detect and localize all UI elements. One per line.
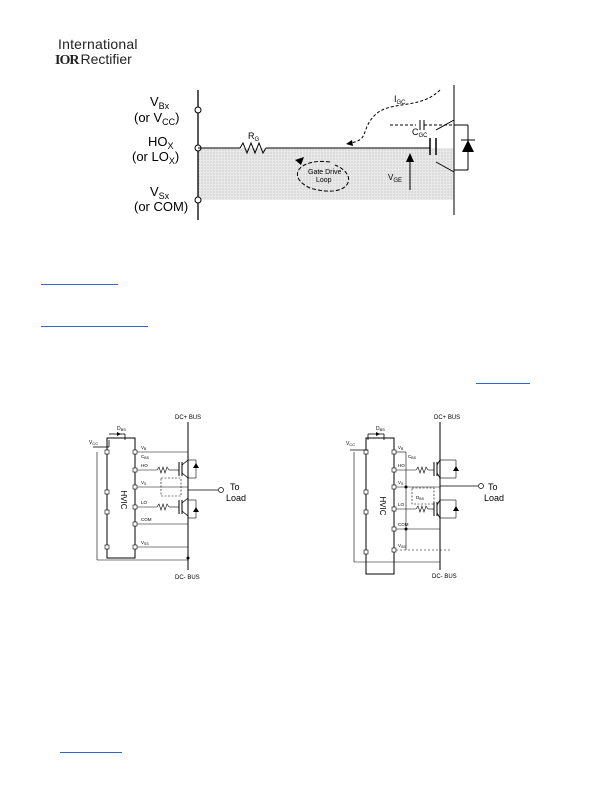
link-underline-3[interactable]	[476, 383, 530, 384]
dbs-label-right: DBS	[376, 426, 385, 432]
lo-label-left: LO	[141, 500, 148, 505]
ho-label-left: HO	[141, 463, 148, 468]
vsx-label: VSx	[150, 184, 170, 201]
logo-text-bottom: Rectifier	[80, 51, 132, 67]
cbs-label-right: CBS	[408, 454, 417, 460]
vcc-alt-label: (or VCC)	[134, 110, 180, 127]
vb-label-right: VB	[398, 445, 404, 451]
lox-alt-label: (or LOX)	[132, 149, 179, 166]
dbs-label-left: DBS	[117, 426, 126, 432]
half-bridge-diagram-left: HVIC DC+ BUS DC- BUS DB	[89, 415, 246, 581]
link-underline-1[interactable]	[41, 284, 118, 285]
loop-label-2: Loop	[316, 177, 332, 184]
to-load-label-right-2: Load	[484, 493, 504, 503]
com-label-right: COM	[398, 522, 409, 527]
hox-label: HOX	[148, 134, 174, 151]
logo-text-top: International	[58, 36, 138, 52]
link-underline-4[interactable]	[60, 752, 122, 753]
to-load-label-left-2: Load	[226, 493, 246, 503]
dbs2-label-right: DBS	[416, 495, 425, 501]
vs-label-left: VS	[141, 480, 147, 486]
link-underline-2[interactable]	[41, 326, 148, 327]
to-load-label-left-1: To	[230, 482, 240, 492]
vcc-label-right: VCC	[346, 441, 355, 447]
hvic-label-left: HVIC	[119, 490, 128, 509]
dc-minus-bus-label-right: DC- BUS	[432, 574, 457, 580]
cgc-label: CGC	[412, 127, 428, 139]
vbx-label: VBx	[150, 94, 170, 111]
hvic-label-right: HVIC	[378, 496, 387, 515]
gate-drive-loop-diagram: VBx (or VCC) HOX (or LOX) VSx (or COM) R…	[132, 85, 475, 220]
vss-label-left: VSS	[141, 540, 149, 546]
vcc-label-left: VCC	[89, 440, 98, 446]
cbs-label-left: CBS	[141, 454, 150, 460]
com-label-left: COM	[141, 517, 152, 522]
half-bridge-diagram-right: HVIC DC+ BUS DC- BUS DB	[346, 415, 504, 580]
dc-plus-bus-label-right: DC+ BUS	[434, 415, 460, 421]
ho-label-right: HO	[398, 463, 405, 468]
loop-label-1: Gate Drive	[308, 169, 342, 176]
dc-minus-bus-label-left: DC- BUS	[175, 575, 200, 581]
ior-logo-mark: IOR	[55, 53, 79, 68]
dc-plus-bus-label-left: DC+ BUS	[175, 415, 201, 421]
rg-label: RG	[248, 131, 260, 143]
vge-label: VGE	[388, 173, 402, 184]
vs-label-right: VS	[398, 480, 404, 486]
to-load-label-right-1: To	[488, 482, 498, 492]
com-alt-label: (or COM)	[134, 199, 188, 214]
lo-label-right: LO	[398, 502, 405, 507]
igc-label: IGC	[394, 94, 406, 106]
vb-label-left: VB	[141, 445, 147, 451]
vss-label-right: VSS	[398, 543, 406, 549]
